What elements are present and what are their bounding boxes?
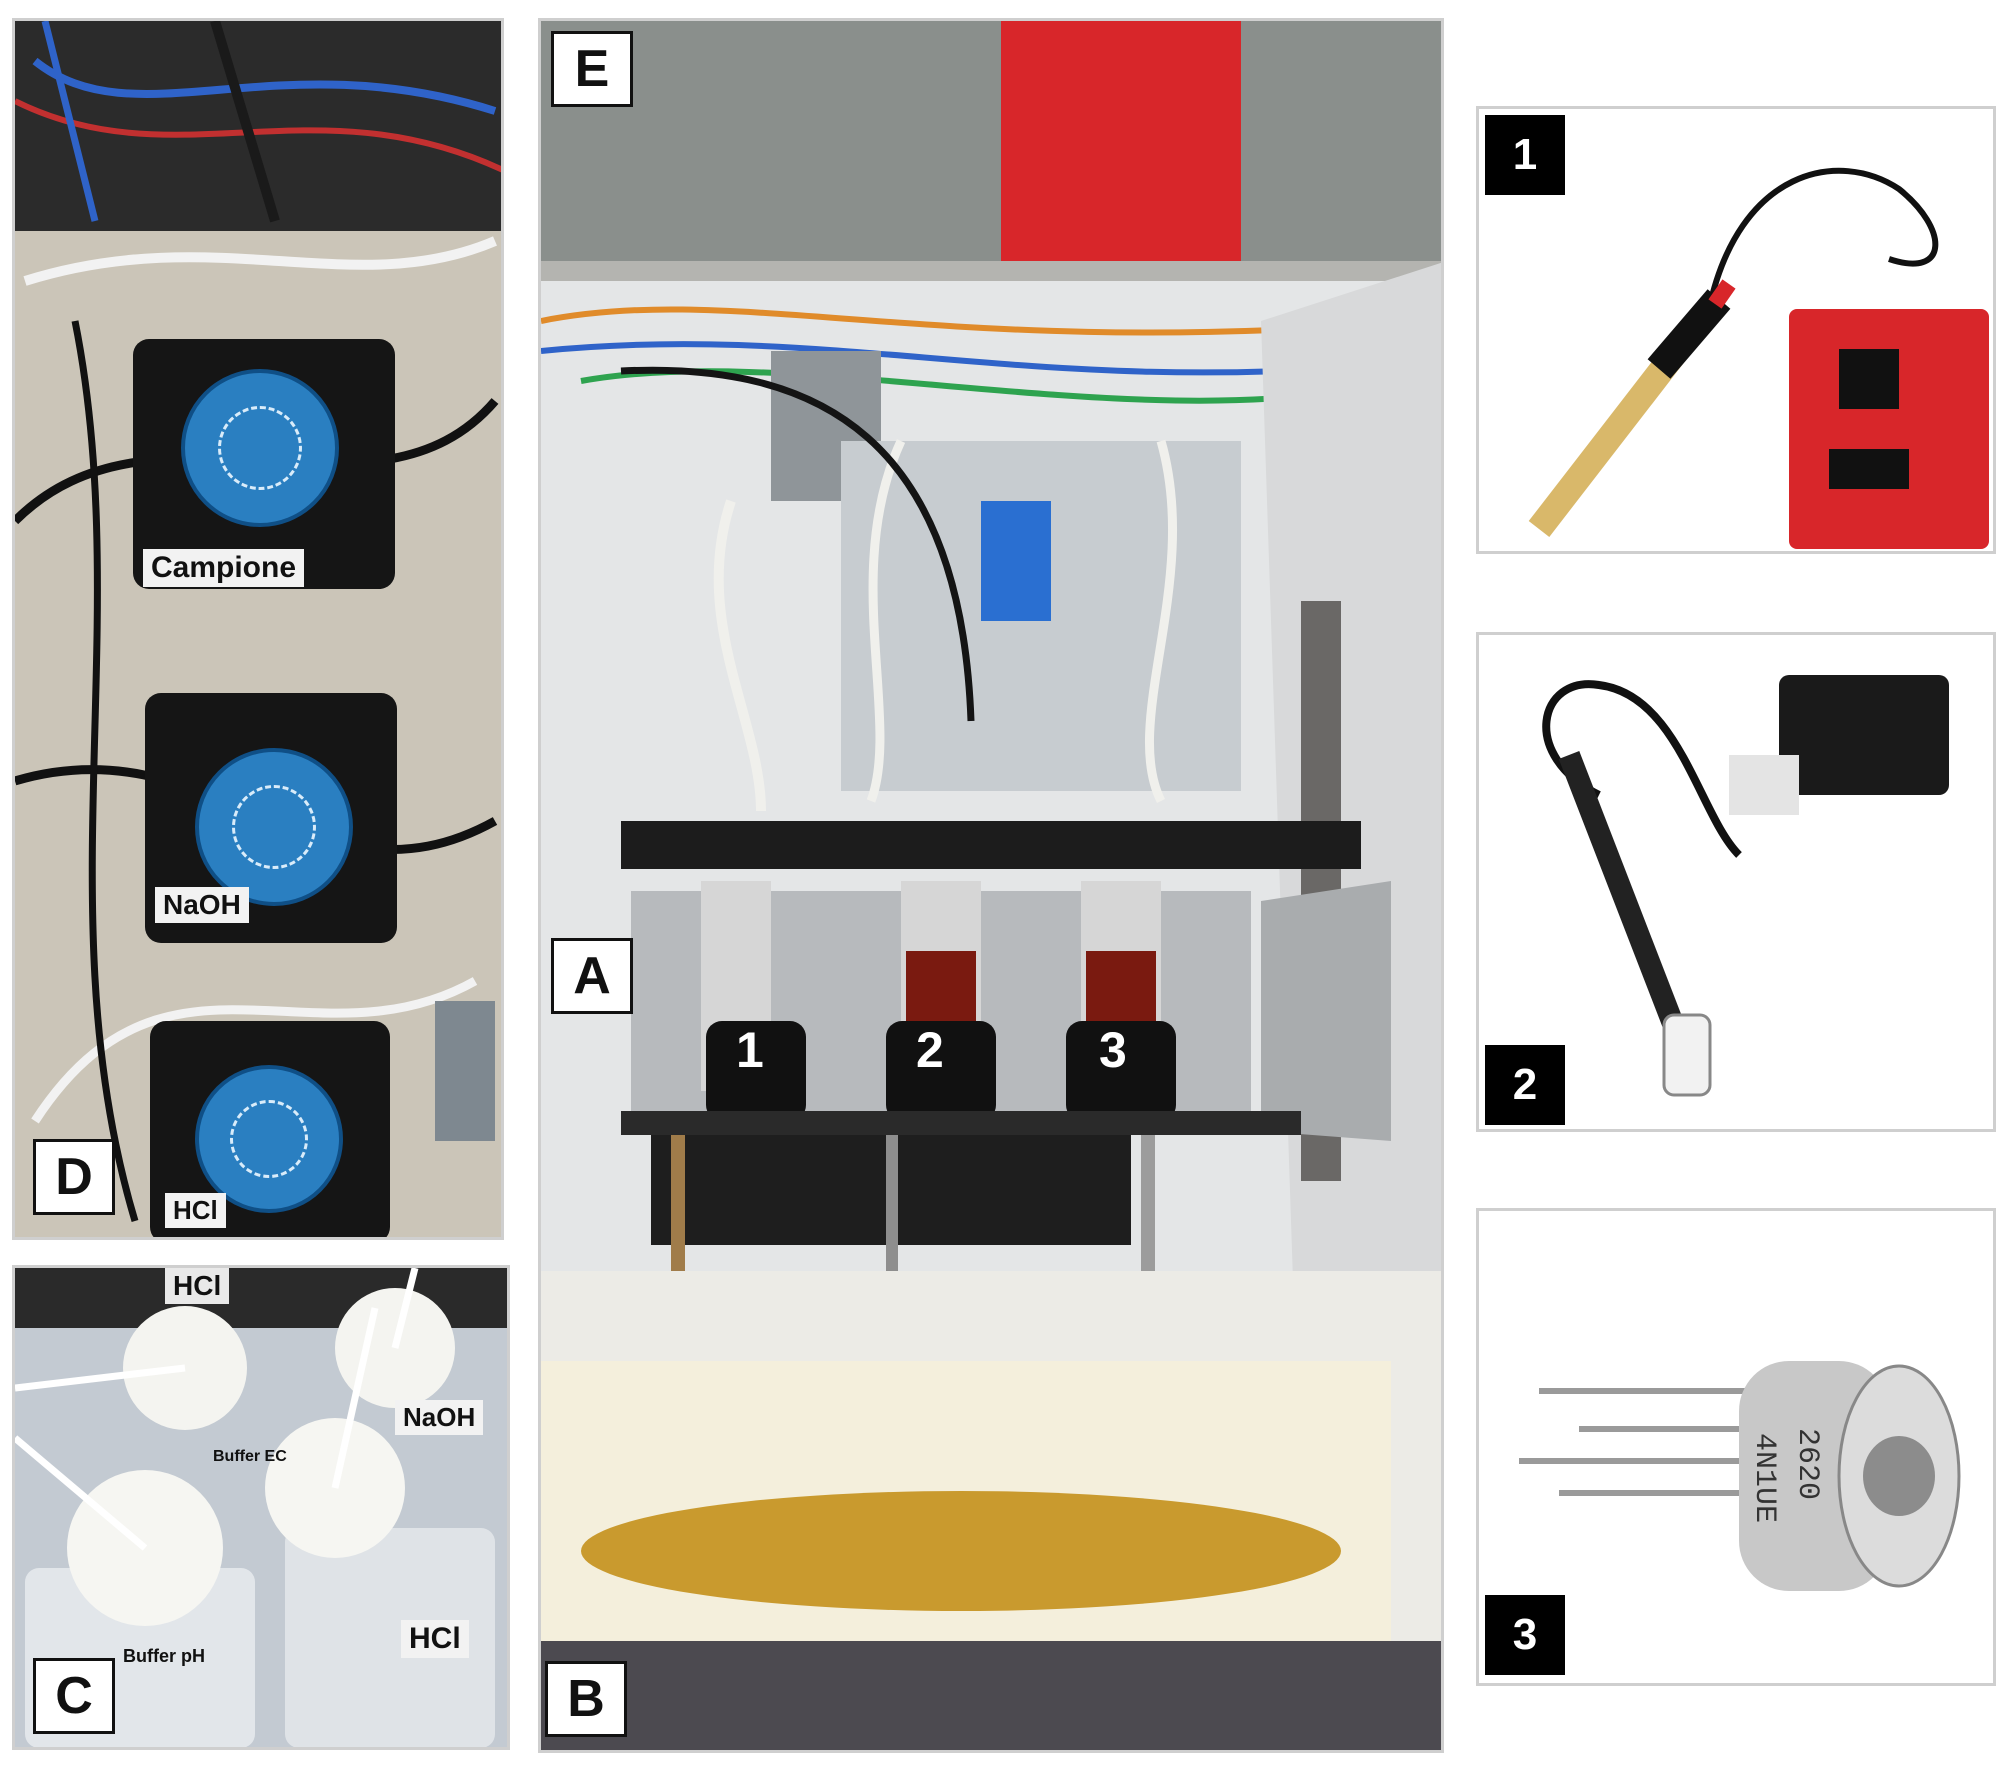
bottle-label-naoh: NaOH — [395, 1400, 484, 1435]
main-interior-drawing — [541, 21, 1441, 1750]
pump-label-campione: Campione — [143, 549, 305, 587]
pump-disc-icon — [195, 748, 353, 906]
panel-tag-e: E — [551, 31, 633, 107]
panel-sensor-2: 2 — [1476, 632, 1996, 1132]
panel-main-interior: 1 2 3 E A B — [538, 18, 1444, 1753]
panel-tag-a: A — [551, 938, 633, 1014]
pump-disc-icon — [181, 369, 339, 527]
bottle-label-hcl: HCl — [401, 1620, 469, 1658]
tube-number-2: 2 — [916, 1022, 944, 1078]
panel-tag-d: D — [33, 1139, 115, 1215]
pump-label-naoh: NaOH — [155, 887, 249, 923]
pump-disc-icon — [195, 1065, 343, 1213]
pump-label-hcl: HCl — [165, 1193, 226, 1228]
pump-campione — [133, 339, 395, 589]
pump-hcl — [150, 1021, 390, 1237]
bottle-label-buffer-ec: Buffer EC — [213, 1448, 287, 1465]
panel-tag-sensor-2: 2 — [1485, 1045, 1565, 1125]
panel-tag-c: C — [33, 1658, 115, 1734]
bottle-label-buffer-ph: Buffer pH — [123, 1646, 205, 1666]
gas-sensor-marking-top: 2620 — [1790, 1427, 1825, 1501]
tube-number-1: 1 — [736, 1022, 764, 1078]
panel-tag-sensor-3: 3 — [1485, 1595, 1565, 1675]
panel-tag-b: B — [545, 1661, 627, 1737]
panel-sensor-3: 2620 4N1UE 3 — [1476, 1208, 1996, 1686]
panel-d-pumps: Campione NaOH HCl D — [12, 18, 504, 1240]
tube-number-3: 3 — [1099, 1022, 1127, 1078]
ph-probe-and-board-drawing — [1528, 167, 1989, 549]
panel-c-bottles: HCl NaOH Buffer EC Buffer pH HCl C — [12, 1265, 510, 1750]
gas-sensor-marking-bottom: 4N1UE — [1747, 1432, 1782, 1524]
ec-probe-and-board-drawing — [1542, 675, 1949, 1097]
panel-sensor-1: 1 — [1476, 106, 1996, 554]
gas-sensor-drawing — [1519, 1361, 1961, 1591]
bottle-label-hcl-top: HCl — [165, 1268, 230, 1304]
panel-tag-sensor-1: 1 — [1485, 115, 1565, 195]
